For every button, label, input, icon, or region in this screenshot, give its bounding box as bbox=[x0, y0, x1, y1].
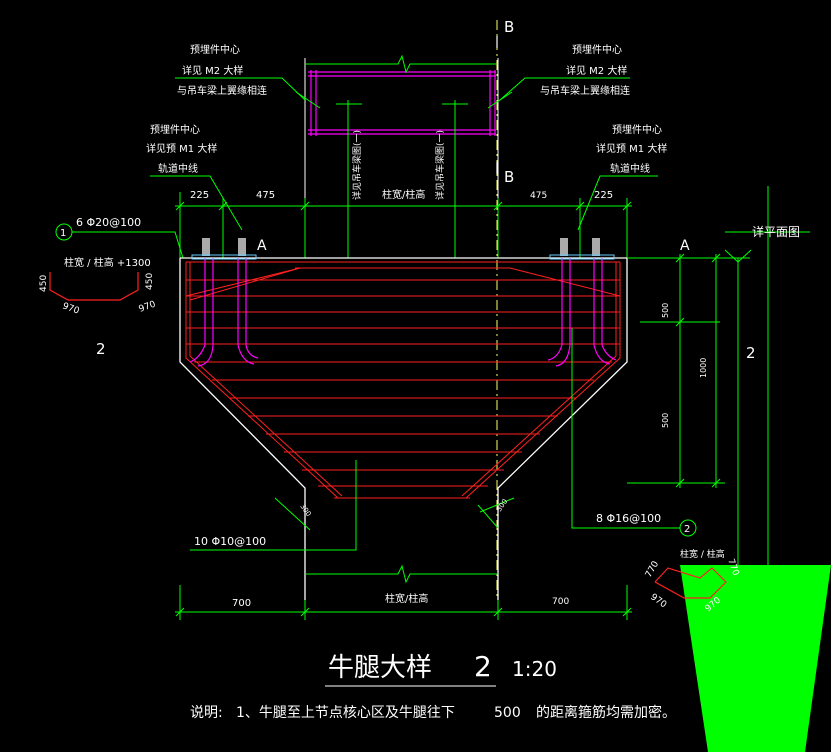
section-b-top: B bbox=[504, 18, 514, 36]
svg-text:预埋件中心: 预埋件中心 bbox=[612, 123, 662, 136]
dim-bottom-col: 柱宽/柱高 bbox=[385, 592, 428, 605]
corbel-outline bbox=[179, 257, 628, 600]
dim-top-225-right: 225 bbox=[594, 190, 613, 201]
svg-text:500: 500 bbox=[494, 705, 521, 721]
note-m2-right: 预埋件中心 详见 M2 大样 与吊车梁上翼缘相连 bbox=[540, 43, 630, 97]
rebar-callout-1: 1 6 Φ20@100 bbox=[55, 216, 184, 259]
dim-top-col: 柱宽/柱高 bbox=[382, 188, 425, 201]
svg-text:轨道中线: 轨道中线 bbox=[158, 162, 198, 175]
svg-text:详见预 M1 大样: 详见预 M1 大样 bbox=[146, 142, 217, 155]
slope-dims bbox=[274, 497, 515, 531]
svg-text:450: 450 bbox=[145, 273, 155, 290]
dim-top-475-right: 475 bbox=[530, 191, 547, 201]
svg-text:说明:: 说明: bbox=[190, 705, 223, 721]
note-m1-right: 预埋件中心 详见预 M1 大样 轨道中线 bbox=[596, 123, 667, 175]
title-main: 牛腿大样 bbox=[328, 653, 432, 683]
embed-plates bbox=[191, 238, 615, 260]
svg-text:详见预 M1 大样: 详见预 M1 大样 bbox=[596, 142, 667, 155]
m1-leaders bbox=[150, 175, 658, 231]
dim-right-1000: 1000 bbox=[699, 358, 708, 378]
svg-text:770: 770 bbox=[644, 559, 661, 579]
svg-text:与吊车梁上翼缘相连: 与吊车梁上翼缘相连 bbox=[177, 84, 267, 97]
dim-top-475-left: 475 bbox=[256, 190, 275, 201]
svg-text:970: 970 bbox=[648, 592, 668, 610]
vertical-note-1: 详见吊车梁图(一) bbox=[351, 130, 363, 200]
rebar-callout-2: 2 8 Φ16@100 bbox=[571, 328, 697, 537]
svg-text:详见 M2 大样: 详见 M2 大样 bbox=[182, 64, 243, 77]
svg-text:柱宽 / 柱高: 柱宽 / 柱高 bbox=[680, 548, 725, 560]
svg-text:预埋件中心: 预埋件中心 bbox=[190, 43, 240, 56]
svg-text:1、牛腿至上节点核心区及牛腿往下: 1、牛腿至上节点核心区及牛腿往下 bbox=[236, 705, 455, 721]
rebar-label-r3: 10 Φ10@100 bbox=[194, 535, 266, 548]
svg-text:450: 450 bbox=[39, 275, 49, 292]
break-line-top bbox=[305, 54, 498, 74]
dim-bottom-700-left: 700 bbox=[232, 598, 251, 609]
rebar-label-r2: 8 Φ16@100 bbox=[596, 512, 661, 525]
rebar-callout-3: 10 Φ10@100 bbox=[190, 460, 357, 551]
svg-text:预埋件中心: 预埋件中心 bbox=[572, 43, 622, 56]
rebar-label-r1: 6 Φ20@100 bbox=[76, 216, 141, 229]
note-m1-left: 预埋件中心 详见预 M1 大样 轨道中线 bbox=[146, 123, 217, 175]
break-line-bottom bbox=[305, 564, 498, 584]
note-m2-left: 预埋件中心 详见 M2 大样 与吊车梁上翼缘相连 bbox=[177, 43, 267, 97]
m2-leaders bbox=[175, 77, 630, 258]
column-lines-top bbox=[304, 58, 499, 258]
svg-text:2: 2 bbox=[684, 524, 690, 535]
corbel-rebar bbox=[185, 261, 621, 499]
svg-text:970: 970 bbox=[138, 299, 158, 314]
section-a-left: A bbox=[257, 238, 267, 254]
dim-slope-left: 300 bbox=[298, 503, 312, 519]
svg-text:970: 970 bbox=[61, 301, 81, 316]
top-dimension bbox=[175, 192, 632, 258]
svg-text:的距离箍筋均需加密。: 的距离箍筋均需加密。 bbox=[536, 704, 676, 721]
dim-right-500b: 500 bbox=[661, 413, 670, 428]
svg-text:详见 M2 大样: 详见 M2 大样 bbox=[566, 64, 627, 77]
dim-slope-right: 300 bbox=[495, 498, 509, 514]
crane-beam-top bbox=[308, 70, 496, 136]
green-column-fill bbox=[680, 565, 831, 752]
title-num: 2 bbox=[474, 650, 492, 683]
section-a-right: A bbox=[680, 238, 690, 254]
title-scale: 1:20 bbox=[512, 657, 557, 681]
section-b-mid: B bbox=[504, 168, 514, 186]
right-dimension bbox=[627, 186, 810, 565]
dim-right-500a: 500 bbox=[661, 303, 670, 318]
vertical-note-2: 详见吊车梁图(一) bbox=[434, 130, 446, 200]
svg-text:与吊车梁上翼缘相连: 与吊车梁上翼缘相连 bbox=[540, 84, 630, 97]
side-number: 2 bbox=[746, 344, 756, 362]
dim-bottom-700-right: 700 bbox=[552, 597, 569, 607]
note-line: 说明: 1、牛腿至上节点核心区及牛腿往下 500 的距离箍筋均需加密。 bbox=[190, 704, 676, 721]
svg-text:预埋件中心: 预埋件中心 bbox=[150, 123, 200, 136]
dim-top-225: 225 bbox=[190, 190, 209, 201]
svg-text:柱宽 / 柱高 +1300: 柱宽 / 柱高 +1300 bbox=[64, 256, 151, 269]
svg-text:轨道中线: 轨道中线 bbox=[610, 162, 650, 175]
bottom-dimension bbox=[175, 585, 632, 620]
embed-anchors bbox=[189, 258, 617, 367]
svg-text:1: 1 bbox=[60, 228, 66, 239]
see-plan-note: 详平面图 bbox=[752, 224, 800, 239]
detail-left: 柱宽 / 柱高 +1300 450 450 970 970 2 bbox=[39, 256, 157, 358]
drawing-title: 牛腿大样 2 1:20 bbox=[325, 650, 557, 687]
svg-text:2: 2 bbox=[96, 340, 106, 358]
